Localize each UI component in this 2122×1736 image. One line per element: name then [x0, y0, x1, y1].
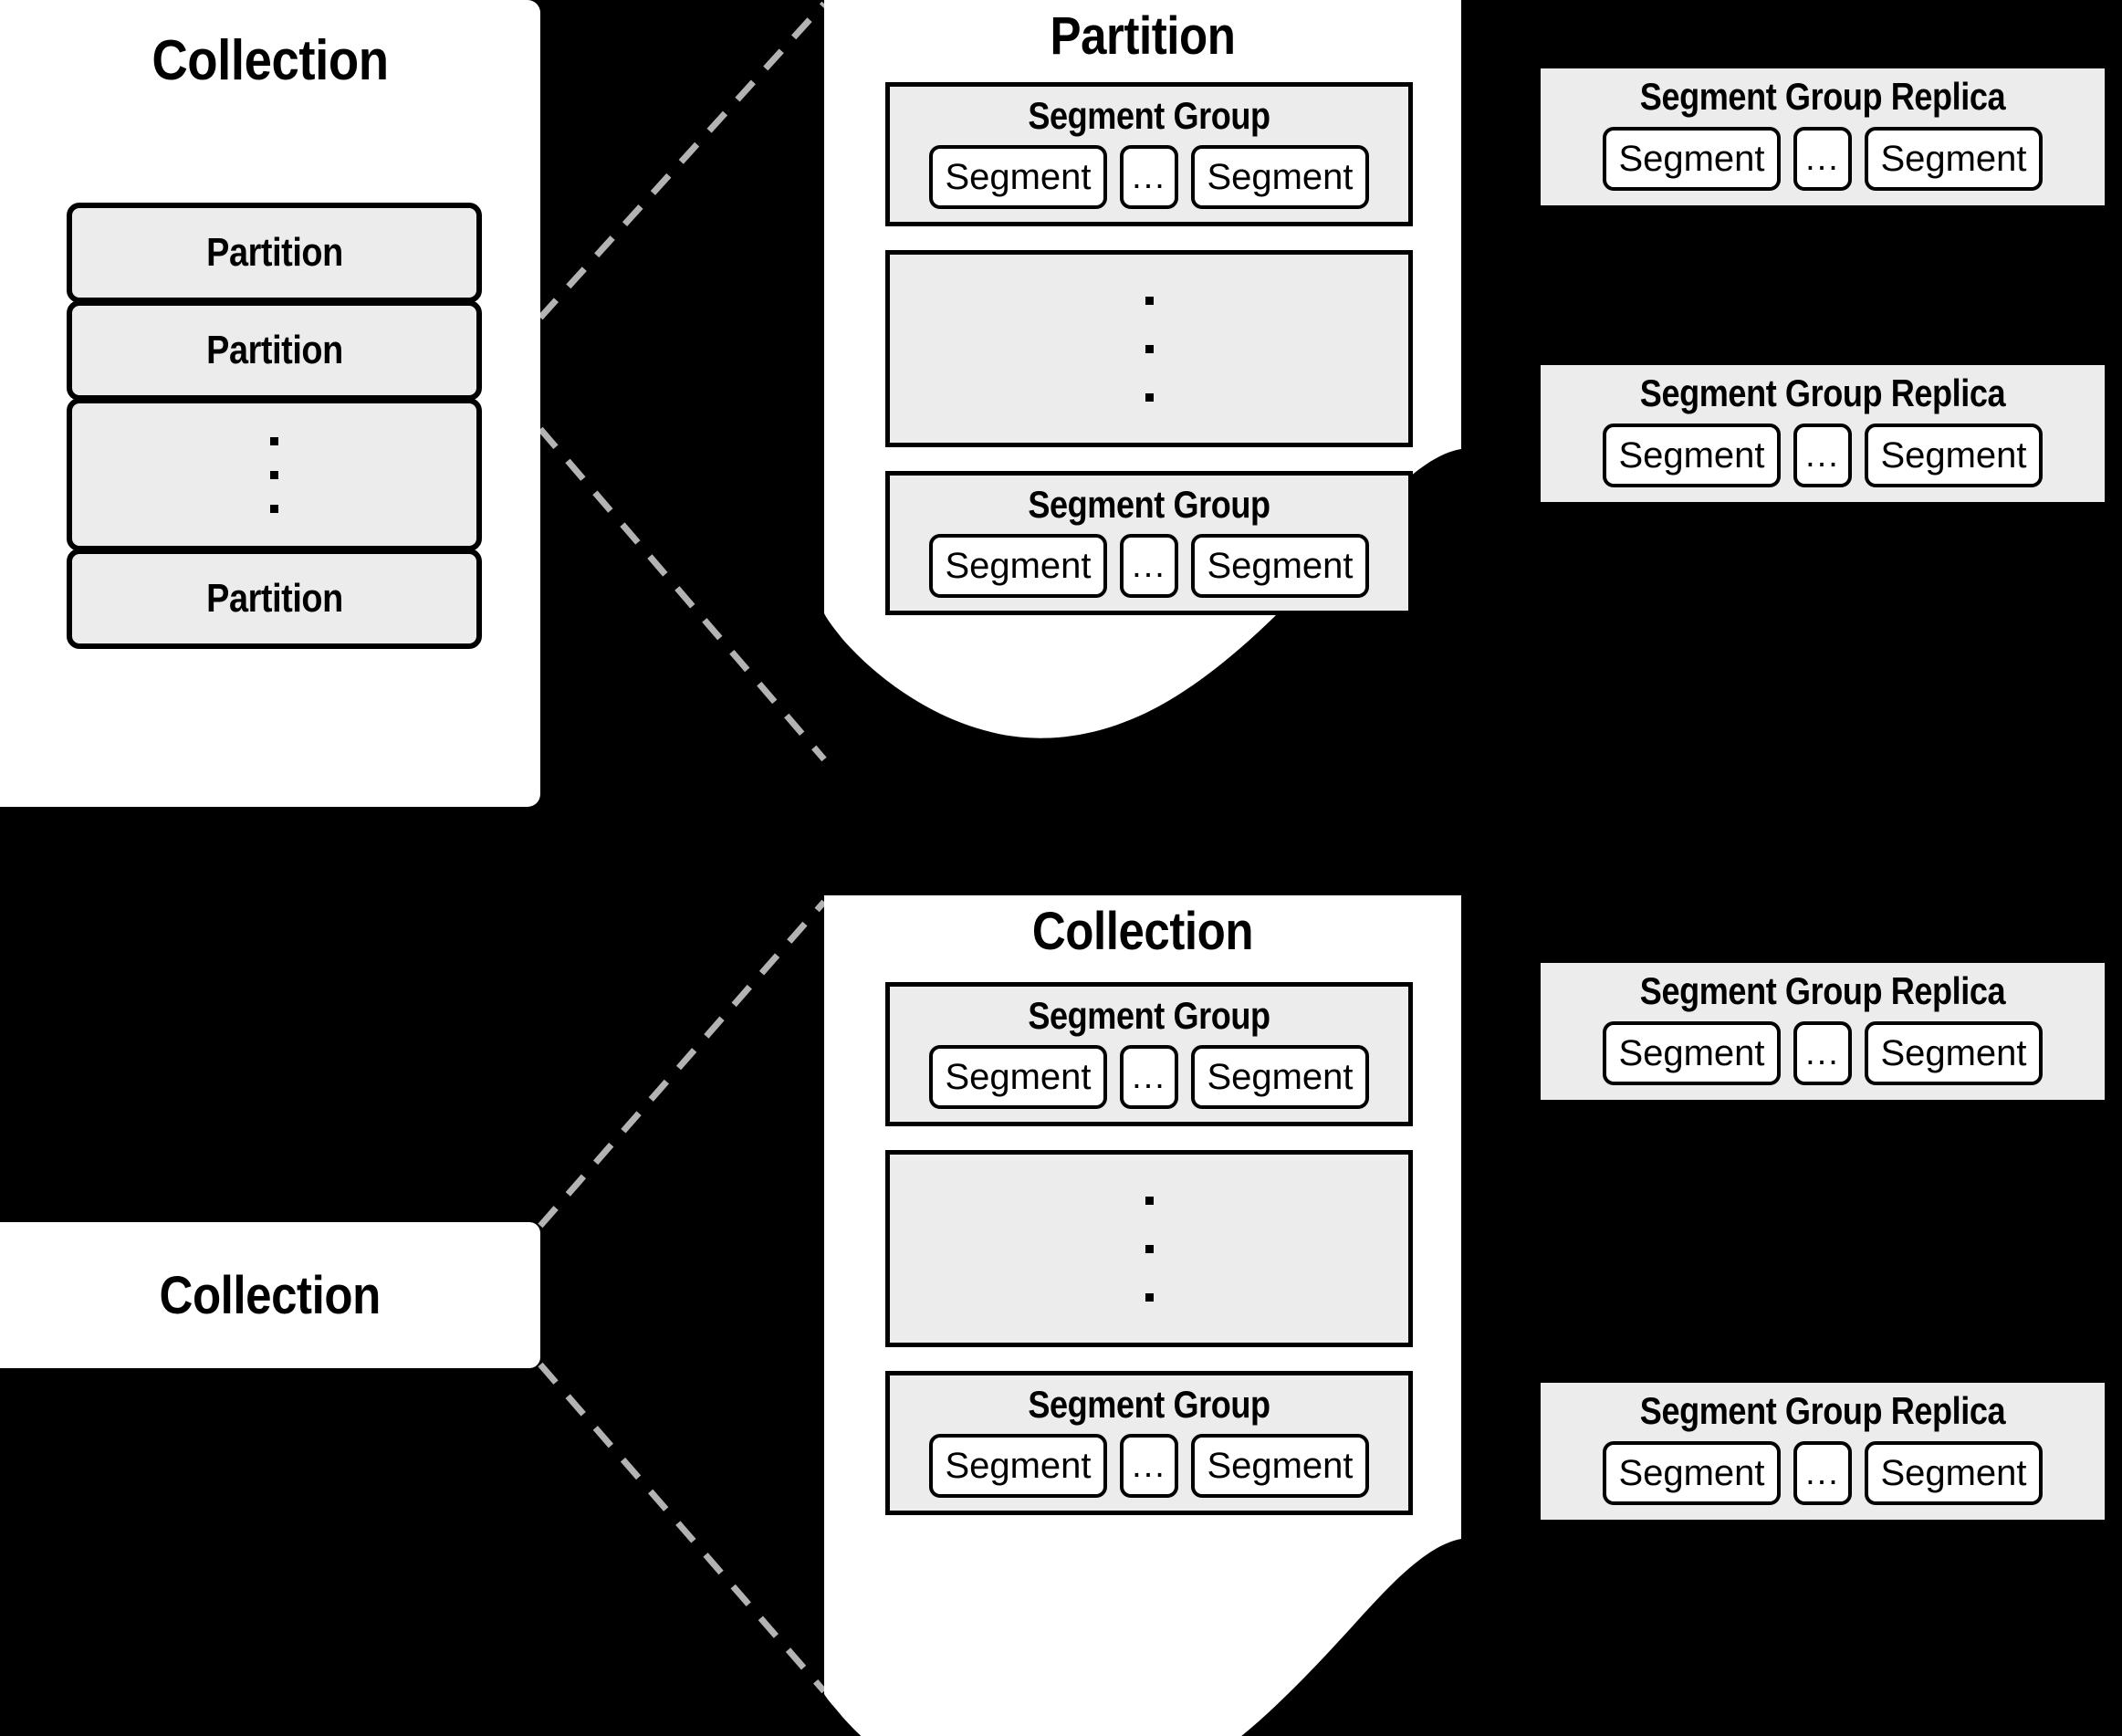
segment-box[interactable]: Segment [1191, 534, 1369, 598]
segment-row: Segment ... Segment [904, 534, 1394, 598]
partition-label: Partition [205, 576, 343, 621]
collection-overview-panel: Collection Partition Partition Partition [0, 0, 540, 807]
segment-ellipsis-box: ... [1793, 1021, 1852, 1085]
connector-top-upper [538, 1, 827, 320]
segment-group-title: Segment Group [1028, 1383, 1270, 1426]
segment-box[interactable]: Segment [929, 1045, 1107, 1109]
vertical-dot-icon [1145, 1244, 1154, 1253]
segment-row: Segment ... Segment [904, 1434, 1394, 1498]
partition-list: Partition Partition Partition [67, 203, 482, 649]
vertical-dot-icon [1145, 344, 1154, 353]
partition-detail-title: Partition [1050, 6, 1236, 66]
collection-summary-title: Collection [159, 1265, 382, 1325]
segment-group-replica-title: Segment Group Replica [1639, 1389, 2006, 1432]
segment-ellipsis-box: ... [1120, 1045, 1178, 1109]
segment-box[interactable]: Segment [1603, 1441, 1781, 1505]
segment-group-replica-title: Segment Group Replica [1639, 75, 2006, 118]
segment-box[interactable]: Segment [1865, 424, 2043, 487]
segment-group-title: Segment Group [1028, 94, 1270, 137]
segment-ellipsis-box: ... [1793, 424, 1852, 487]
connector-bottom-upper [538, 899, 827, 1229]
partition-list-item[interactable]: Partition [67, 549, 482, 649]
partition-detail-content: Partition [824, 0, 1461, 79]
vertical-dot-icon [1145, 392, 1154, 402]
segment-group-replica-block[interactable]: Segment Group Replica Segment ... Segmen… [1541, 68, 2105, 205]
segment-row: Segment ... Segment [1557, 1021, 2088, 1085]
segment-row: Segment ... Segment [1557, 127, 2088, 191]
vertical-dot-icon [270, 436, 278, 445]
vertical-dot-icon [1145, 296, 1154, 305]
segment-group-ellipsis-block [885, 1150, 1413, 1347]
partition-detail-panel: Partition Segment Group Segment ... Segm… [824, 0, 1461, 821]
segment-ellipsis-box: ... [1793, 127, 1852, 191]
segment-row: Segment ... Segment [1557, 1441, 2088, 1505]
segment-row: Segment ... Segment [1557, 424, 2088, 487]
segment-box[interactable]: Segment [1603, 424, 1781, 487]
segment-box[interactable]: Segment [1191, 145, 1369, 209]
partition-list-item[interactable]: Partition [67, 203, 482, 303]
segment-group-title: Segment Group [1028, 994, 1270, 1037]
vertical-dot-icon [1145, 1292, 1154, 1302]
connector-bottom-lower [538, 1362, 827, 1694]
segment-group-replica-block[interactable]: Segment Group Replica Segment ... Segmen… [1541, 1383, 2105, 1520]
segment-box[interactable]: Segment [1191, 1045, 1369, 1109]
partition-list-ellipsis [67, 398, 482, 551]
segment-ellipsis-box: ... [1120, 1434, 1178, 1498]
partition-segment-group-list: Segment Group Segment ... Segment Segmen… [885, 82, 1413, 639]
segment-box[interactable]: Segment [1865, 1441, 2043, 1505]
connector-top-lower [538, 426, 827, 762]
segment-box[interactable]: Segment [1865, 1021, 2043, 1085]
vertical-dot-icon [1145, 1196, 1154, 1205]
segment-group-title: Segment Group [1028, 483, 1270, 526]
segment-box[interactable]: Segment [1865, 127, 2043, 191]
collection-summary-panel: Collection [0, 1222, 540, 1368]
collection-detail-content: Collection [824, 895, 1461, 975]
segment-group-replica-title: Segment Group Replica [1639, 371, 2006, 414]
segment-group-replica-block[interactable]: Segment Group Replica Segment ... Segmen… [1541, 963, 2105, 1100]
segment-box[interactable]: Segment [1603, 1021, 1781, 1085]
segment-group-block[interactable]: Segment Group Segment ... Segment [885, 471, 1413, 615]
segment-group-ellipsis-block [885, 250, 1413, 447]
segment-box[interactable]: Segment [1603, 127, 1781, 191]
segment-row: Segment ... Segment [904, 1045, 1394, 1109]
segment-ellipsis-box: ... [1120, 145, 1178, 209]
partition-list-item[interactable]: Partition [67, 300, 482, 401]
segment-group-block[interactable]: Segment Group Segment ... Segment [885, 1371, 1413, 1515]
partition-label: Partition [205, 230, 343, 275]
segment-box[interactable]: Segment [929, 145, 1107, 209]
segment-group-block[interactable]: Segment Group Segment ... Segment [885, 82, 1413, 226]
segment-box[interactable]: Segment [1191, 1434, 1369, 1498]
collection-segment-group-list: Segment Group Segment ... Segment Segmen… [885, 982, 1413, 1539]
segment-ellipsis-box: ... [1120, 534, 1178, 598]
segment-group-block[interactable]: Segment Group Segment ... Segment [885, 982, 1413, 1126]
segment-group-replica-title: Segment Group Replica [1639, 969, 2006, 1012]
collection-detail-title: Collection [1031, 902, 1254, 961]
vertical-dot-icon [270, 504, 278, 513]
partition-label: Partition [205, 328, 343, 372]
segment-row: Segment ... Segment [904, 145, 1394, 209]
collection-overview-title: Collection [152, 29, 389, 92]
segment-group-replica-block[interactable]: Segment Group Replica Segment ... Segmen… [1541, 365, 2105, 502]
segment-box[interactable]: Segment [929, 534, 1107, 598]
collection-detail-panel: Collection Segment Group Segment ... Seg… [824, 895, 1461, 1736]
vertical-dot-icon [270, 470, 278, 479]
segment-box[interactable]: Segment [929, 1434, 1107, 1498]
segment-ellipsis-box: ... [1793, 1441, 1852, 1505]
